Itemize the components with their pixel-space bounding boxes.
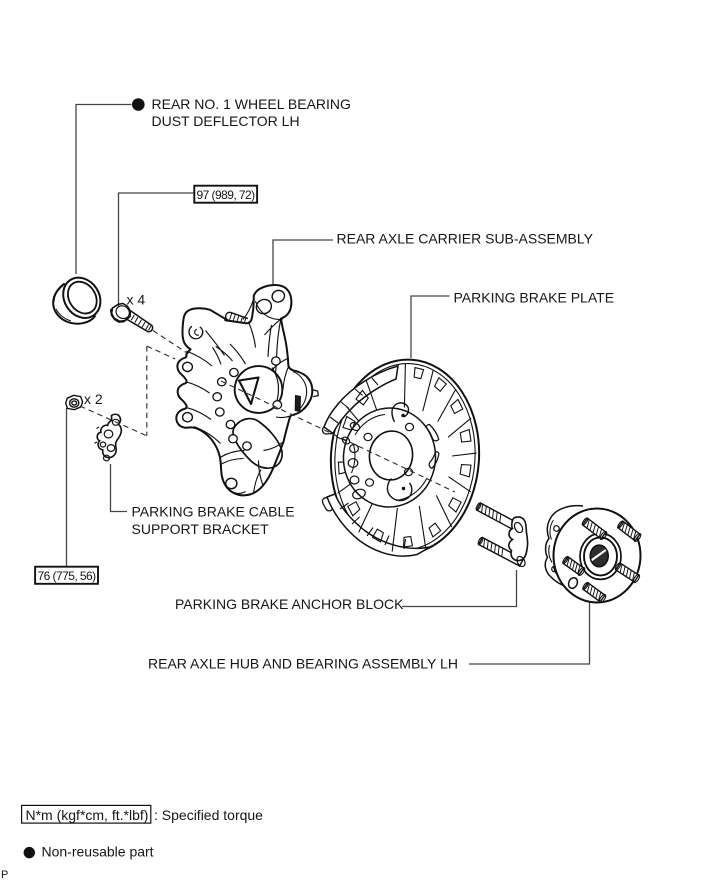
svg-text:SUPPORT BRACKET: SUPPORT BRACKET [132, 521, 270, 537]
svg-text:N*m (kgf*cm, ft.*lbf): N*m (kgf*cm, ft.*lbf) [26, 807, 149, 823]
svg-text:x 2: x 2 [84, 391, 103, 407]
svg-text:76 (775, 56): 76 (775, 56) [38, 569, 97, 583]
svg-text:PARKING BRAKE PLATE: PARKING BRAKE PLATE [454, 290, 615, 306]
svg-text:PARKING BRAKE CABLE: PARKING BRAKE CABLE [132, 504, 295, 520]
svg-text:DUST DEFLECTOR LH: DUST DEFLECTOR LH [152, 113, 300, 129]
svg-text:x 4: x 4 [127, 291, 146, 307]
svg-text:REAR AXLE CARRIER SUB-ASSEMBLY: REAR AXLE CARRIER SUB-ASSEMBLY [337, 230, 594, 246]
svg-text:REAR AXLE HUB AND BEARING ASSE: REAR AXLE HUB AND BEARING ASSEMBLY LH [148, 656, 458, 672]
svg-text:: Specified torque: : Specified torque [154, 807, 263, 823]
svg-text:P: P [1, 869, 8, 881]
svg-text:PARKING BRAKE ANCHOR BLOCK: PARKING BRAKE ANCHOR BLOCK [175, 596, 404, 612]
svg-text:REAR NO. 1 WHEEL BEARING: REAR NO. 1 WHEEL BEARING [152, 96, 351, 112]
svg-text:Non-reusable part: Non-reusable part [42, 844, 154, 860]
svg-text:97 (989, 72): 97 (989, 72) [197, 188, 256, 202]
